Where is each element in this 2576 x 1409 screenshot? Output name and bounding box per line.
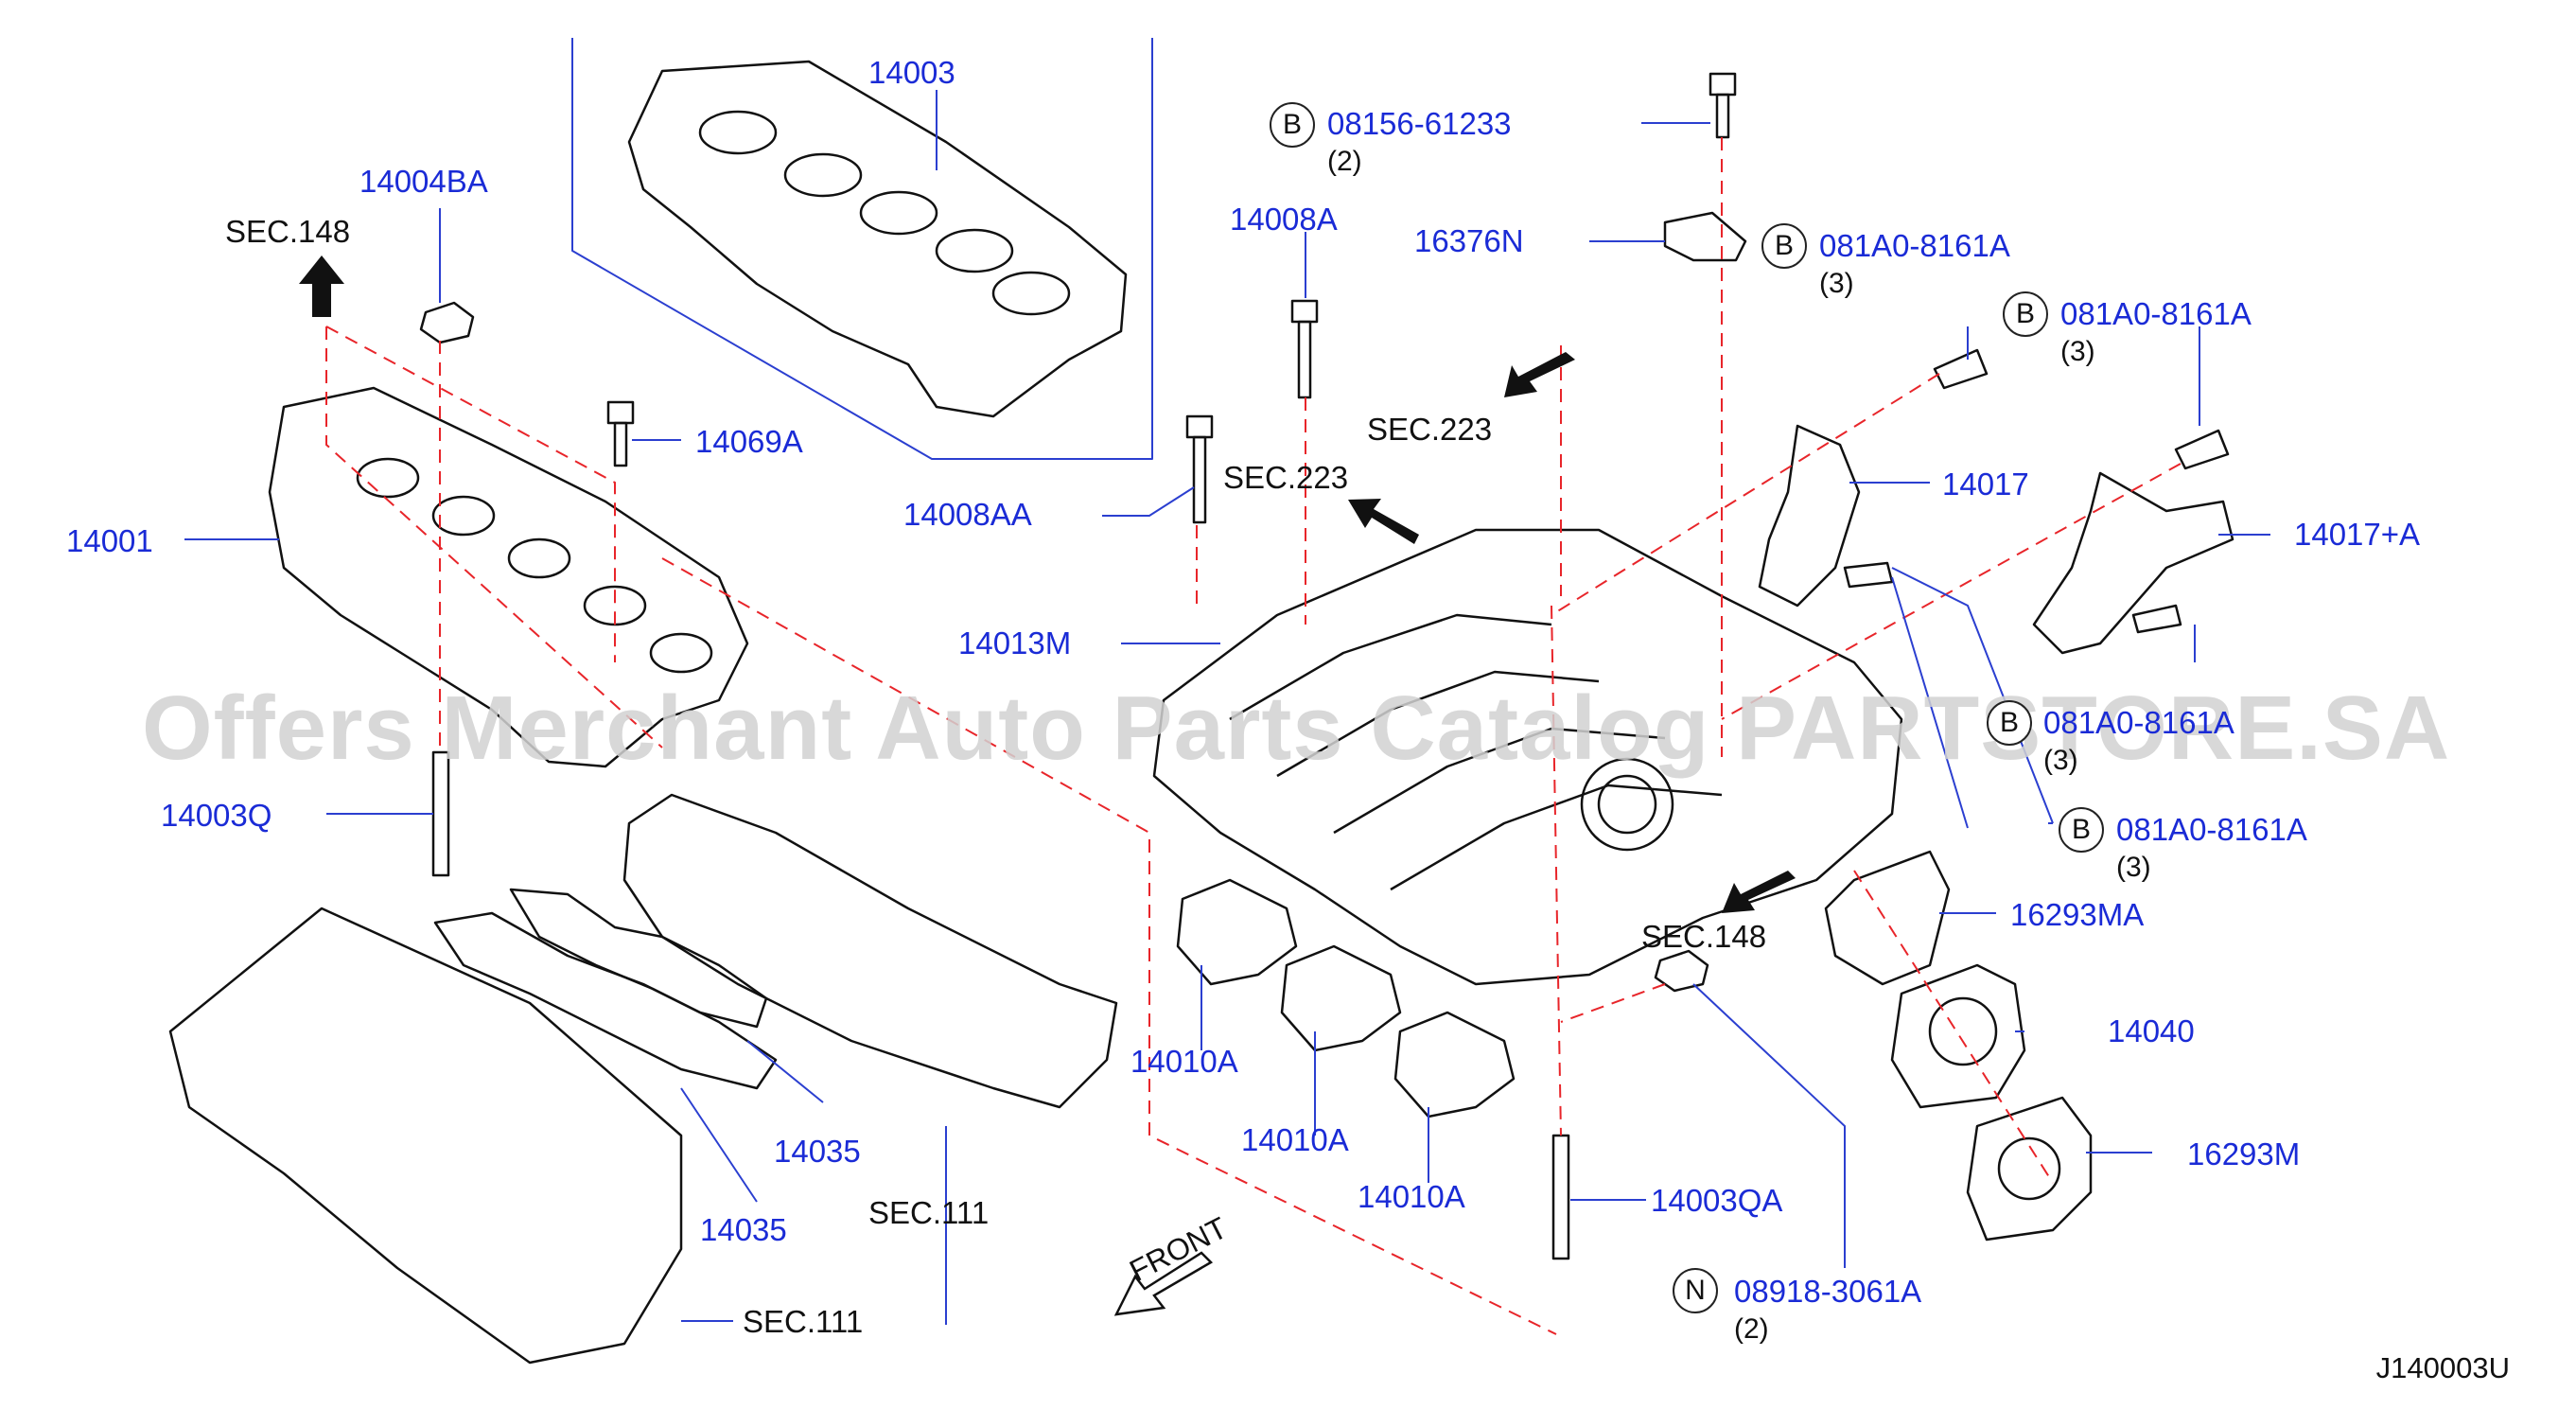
label-081a0-8161a-2[interactable]: 081A0-8161A (2060, 296, 2252, 331)
nut-14004ba (419, 301, 475, 344)
label-14008a[interactable]: 14008A (1230, 202, 1338, 237)
label-14017[interactable]: 14017 (1942, 467, 2029, 502)
gasket-14010a-3 (1393, 1011, 1516, 1118)
label-14040[interactable]: 14040 (2108, 1013, 2195, 1048)
label-14004ba[interactable]: 14004BA (359, 164, 488, 199)
label-14013m[interactable]: 14013M (958, 625, 1072, 660)
label-14001[interactable]: 14001 (66, 523, 153, 558)
sec-111-center[interactable]: SEC.111 (868, 1195, 990, 1230)
label-14035-b[interactable]: 14035 (700, 1212, 787, 1247)
label-14003q[interactable]: 14003Q (161, 798, 272, 833)
label-16293m[interactable]: 16293M (2187, 1136, 2301, 1171)
diagram-code: J140003U (2375, 1351, 2510, 1384)
marker-n-08918: N (1673, 1268, 1718, 1313)
label-14010a-3[interactable]: 14010A (1358, 1179, 1465, 1214)
label-14035-a[interactable]: 14035 (774, 1134, 861, 1169)
label-14069a[interactable]: 14069A (695, 424, 803, 459)
qty-08156-61233: (2) (1327, 146, 1362, 177)
sec-223-left[interactable]: SEC.223 (1223, 460, 1349, 495)
marker-b-081a0-1: B (1761, 223, 1807, 269)
label-081a0-8161a-4[interactable]: 081A0-8161A (2116, 812, 2307, 847)
gasket-14010a-1 (1176, 878, 1298, 986)
label-081a0-8161a-3[interactable]: 081A0-8161A (2043, 705, 2234, 740)
front-arrow (1113, 1251, 1214, 1316)
label-14003[interactable]: 14003 (868, 55, 955, 90)
label-081a0-8161a-1[interactable]: 081A0-8161A (1819, 228, 2010, 263)
sec-223-right[interactable]: SEC.223 (1367, 412, 1493, 447)
qty-081a0-8161a-4: (3) (2116, 852, 2151, 883)
arrow-sec223-right (1504, 352, 1575, 397)
marker-b-081a0-3: B (1987, 700, 2032, 746)
marker-b-08156: B (1270, 102, 1315, 148)
label-08918-3061a[interactable]: 08918-3061A (1734, 1274, 1922, 1309)
label-14008aa[interactable]: 14008AA (903, 497, 1032, 532)
label-14010a-2[interactable]: 14010A (1241, 1122, 1349, 1157)
upper-collector-outline (571, 38, 1153, 460)
label-14010a-1[interactable]: 14010A (1130, 1044, 1238, 1079)
marker-b-081a0-4: B (2059, 807, 2104, 853)
section-arrows (299, 255, 1796, 913)
qty-081a0-8161a-3: (3) (2043, 745, 2078, 776)
cylinder-head-outline (168, 907, 683, 1365)
label-08156-61233[interactable]: 08156-61233 (1327, 106, 1512, 141)
sec-148-top[interactable]: SEC.148 (225, 214, 351, 249)
main-manifold-outline (1152, 528, 1903, 986)
label-16293ma[interactable]: 16293MA (2010, 897, 2145, 932)
label-16376n[interactable]: 16376N (1414, 223, 1524, 258)
left-manifold-outline (268, 386, 749, 768)
qty-08918-3061a: (2) (1734, 1313, 1769, 1345)
sec-111-bottom[interactable]: SEC.111 (743, 1304, 864, 1339)
arrow-sec223-left (1348, 499, 1419, 544)
arrow-sec148-up (299, 255, 344, 317)
gaskets-lower-left (433, 793, 1118, 1109)
sec-148-bottom[interactable]: SEC.148 (1641, 919, 1767, 954)
gasket-14010a-2 (1280, 944, 1402, 1052)
leader-lines (184, 90, 2270, 1325)
qty-081a0-8161a-1: (3) (1819, 268, 1854, 299)
label-14017-a[interactable]: 14017+A (2294, 517, 2421, 552)
label-14003qa[interactable]: 14003QA (1651, 1183, 1783, 1218)
marker-b-081a0-2: B (2003, 291, 2048, 337)
alignment-lines (325, 137, 2182, 1335)
arrow-sec148-down (1722, 871, 1796, 913)
qty-081a0-8161a-2: (3) (2060, 336, 2095, 367)
watermark: Offers Merchant Auto Parts Catalog PARTS… (142, 678, 2451, 779)
